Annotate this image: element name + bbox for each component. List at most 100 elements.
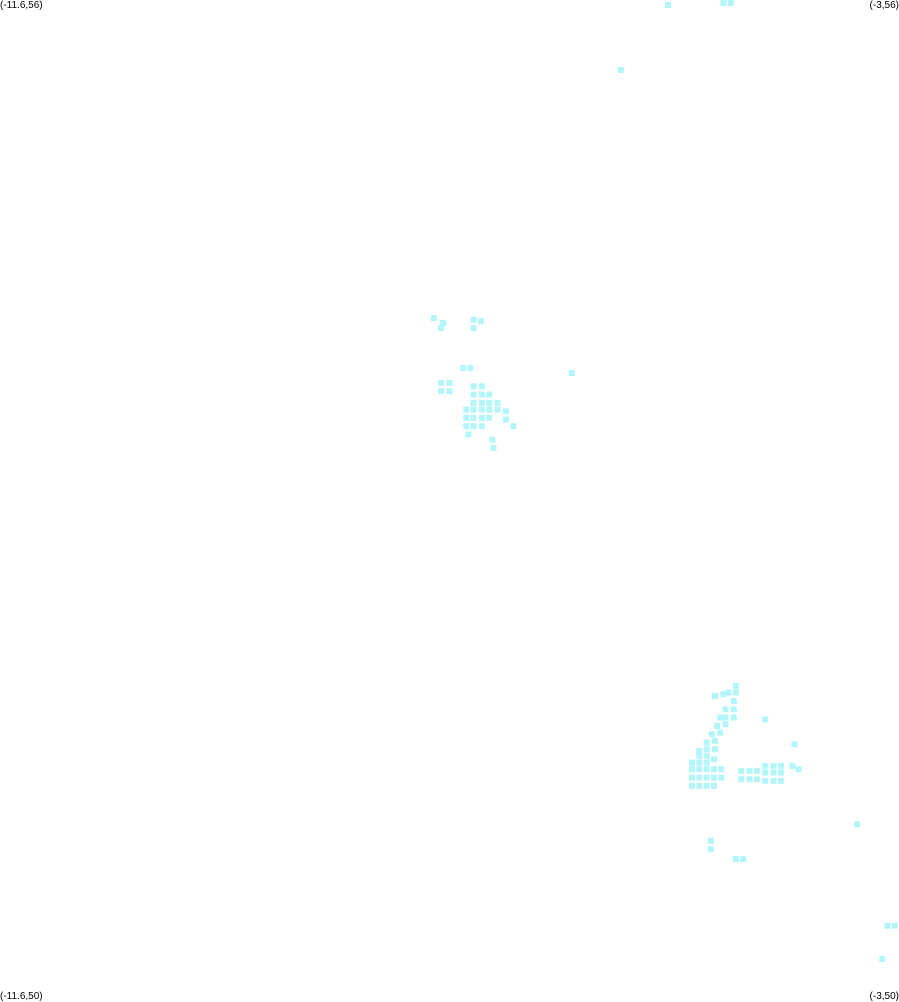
data-cell	[854, 821, 861, 828]
data-cell	[722, 721, 729, 728]
data-cell	[732, 683, 739, 689]
corner-label-bottom-left: (-11.6,50)	[0, 991, 43, 1002]
data-cell	[770, 777, 777, 784]
data-cell	[470, 383, 477, 390]
data-cell	[703, 752, 710, 759]
data-cell	[703, 766, 710, 773]
data-cell	[703, 774, 710, 781]
data-cell	[696, 774, 703, 781]
data-cell	[722, 714, 729, 721]
data-cell	[470, 316, 477, 323]
data-cell	[486, 414, 493, 421]
data-cell	[712, 693, 718, 699]
data-cell	[470, 325, 477, 331]
data-cell	[777, 777, 784, 784]
data-cell	[727, 0, 734, 6]
data-cell	[720, 691, 727, 698]
data-cell	[738, 776, 745, 783]
data-cell	[470, 423, 477, 430]
data-cell	[714, 722, 721, 729]
data-cell	[502, 408, 509, 415]
data-cell	[478, 423, 485, 430]
data-cell	[438, 379, 445, 386]
data-cell	[879, 956, 886, 962]
data-cell	[617, 66, 624, 73]
data-cell	[770, 769, 777, 776]
data-cell	[703, 759, 710, 766]
data-cell	[696, 766, 703, 773]
data-cell	[720, 0, 727, 6]
data-cell	[718, 766, 725, 773]
data-cell	[753, 776, 760, 783]
data-cell	[478, 406, 485, 413]
data-cell	[486, 399, 493, 406]
data-cell	[740, 856, 747, 863]
data-cell	[717, 714, 724, 721]
corner-label-bottom-right: (-3,50)	[869, 991, 899, 1002]
data-cell	[689, 774, 695, 781]
data-cell	[789, 762, 796, 769]
data-cell	[717, 729, 724, 736]
data-cell	[712, 746, 718, 753]
data-cell	[490, 444, 497, 451]
data-cell	[460, 365, 467, 371]
data-cell	[486, 391, 493, 398]
data-cell	[430, 315, 437, 321]
corner-label-top-left: (-11.6,56)	[0, 0, 43, 11]
data-cell	[470, 391, 477, 398]
data-cell	[746, 767, 753, 774]
data-cell	[478, 399, 485, 406]
data-cell	[696, 782, 703, 789]
data-cell	[502, 416, 509, 423]
data-cell	[477, 318, 484, 325]
data-cell	[465, 431, 472, 438]
data-cell	[696, 752, 703, 759]
data-cell	[703, 739, 710, 746]
data-cell	[696, 747, 703, 754]
data-cell	[711, 774, 717, 781]
data-cell	[777, 762, 784, 769]
data-cell	[494, 399, 501, 406]
data-cell	[711, 766, 717, 773]
data-cell	[438, 388, 445, 395]
data-cell	[795, 766, 802, 773]
data-cell	[707, 837, 714, 844]
data-cell	[791, 741, 798, 748]
data-cell	[762, 762, 769, 769]
corner-label-top-right: (-3,56)	[869, 0, 899, 11]
data-cell	[568, 370, 575, 376]
data-cell	[438, 325, 445, 331]
data-cell	[478, 414, 485, 421]
data-cell	[884, 922, 891, 929]
data-cell	[722, 706, 729, 713]
data-cell	[707, 846, 714, 853]
data-cell	[730, 706, 737, 713]
data-cell	[478, 391, 485, 398]
data-cell	[732, 856, 739, 863]
data-cell	[762, 777, 769, 784]
data-cell	[725, 689, 732, 696]
data-cell	[689, 782, 695, 789]
data-cell	[730, 714, 737, 721]
data-cell	[689, 759, 695, 766]
data-cell	[478, 383, 485, 390]
data-cell	[777, 769, 784, 776]
data-cell	[510, 423, 517, 430]
data-cell	[708, 731, 715, 738]
data-cell	[703, 746, 710, 753]
data-cell	[762, 769, 769, 776]
data-cell	[711, 756, 717, 763]
data-cell	[696, 759, 703, 766]
data-cell	[891, 922, 898, 929]
data-cell	[467, 365, 474, 371]
data-cell	[689, 766, 695, 773]
data-cell	[440, 320, 447, 326]
data-cell	[770, 762, 777, 769]
data-cell	[711, 782, 717, 789]
data-cell	[470, 414, 477, 421]
data-cell	[753, 767, 760, 774]
data-cell	[446, 388, 453, 395]
data-cell	[738, 767, 745, 774]
data-cell	[463, 414, 470, 421]
